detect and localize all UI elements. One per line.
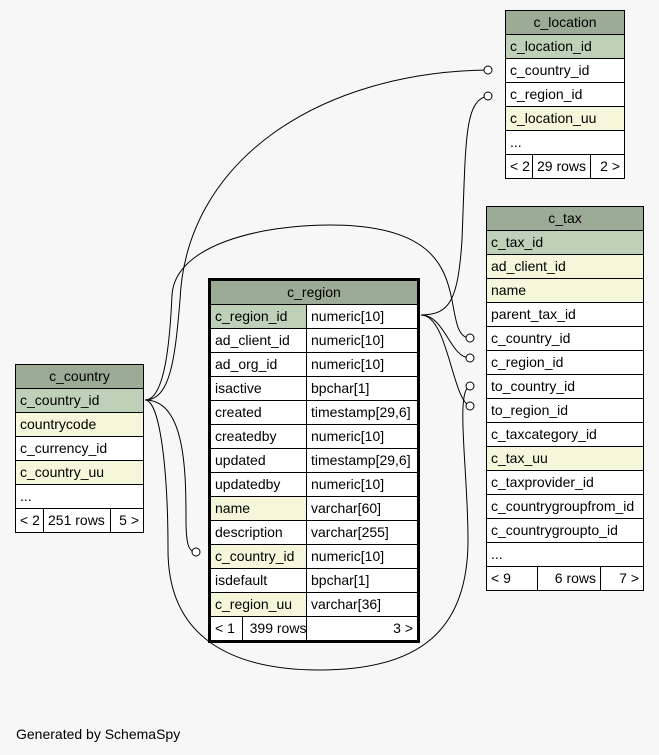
column-type: bpchar[1] xyxy=(307,569,417,592)
table-c-region[interactable]: c_region c_region_id numeric[10] ad_clie… xyxy=(208,278,420,643)
relation-end-marker xyxy=(465,333,475,343)
column-c-taxprovider-id[interactable]: c_taxprovider_id xyxy=(487,471,643,494)
column-more[interactable]: ... xyxy=(16,485,143,508)
column-c-countrygroupto-id[interactable]: c_countrygroupto_id xyxy=(487,519,643,542)
table-c-country[interactable]: c_country c_country_id countrycode c_cur… xyxy=(15,364,144,533)
relation-end-marker xyxy=(465,401,475,411)
column-c-currency-id[interactable]: c_currency_id xyxy=(16,437,143,460)
column-type: timestamp[29,6] xyxy=(307,401,417,424)
column-type: numeric[10] xyxy=(307,353,417,376)
column-c-country-uu[interactable]: c_country_uu xyxy=(16,461,143,484)
nav-prev-link[interactable]: < 1 xyxy=(215,620,235,636)
column-c-region-uu[interactable]: c_region_uu xyxy=(211,593,306,616)
nav-prev-link[interactable]: < 2 xyxy=(506,155,532,178)
column-type: varchar[60] xyxy=(307,497,417,520)
column-name[interactable]: name xyxy=(211,497,306,520)
column-c-country-id[interactable]: c_country_id xyxy=(211,545,306,568)
relation-end-marker xyxy=(191,547,201,557)
table-title[interactable]: c_country xyxy=(16,365,143,388)
column-isactive[interactable]: isactive xyxy=(211,377,306,400)
nav-prev-link[interactable]: < 9 xyxy=(487,567,537,590)
nav-next-link[interactable]: 5 > xyxy=(111,509,143,532)
column-c-region-id[interactable]: c_region_id xyxy=(487,351,643,374)
column-c-countrygroupfrom-id[interactable]: c_countrygroupfrom_id xyxy=(487,495,643,518)
column-created[interactable]: created xyxy=(211,401,306,424)
table-c-tax[interactable]: c_tax c_tax_id ad_client_id name parent_… xyxy=(486,206,644,591)
table-title[interactable]: c_tax xyxy=(487,207,643,230)
column-type: timestamp[29,6] xyxy=(307,449,417,472)
column-type: numeric[10] xyxy=(307,305,417,328)
nav-prev-link[interactable]: < 2 xyxy=(16,509,43,532)
nav-cell: < 1 399 rows xyxy=(211,617,306,640)
generated-by-footer: Generated by SchemaSpy xyxy=(16,726,181,742)
relation-tax-to-country xyxy=(144,385,471,671)
column-c-location-id[interactable]: c_location_id xyxy=(506,35,624,58)
column-to-region-id[interactable]: to_region_id xyxy=(487,399,643,422)
nav-next-link[interactable]: 2 > xyxy=(591,155,624,178)
relation-region-country xyxy=(144,399,197,553)
nav-next-link[interactable]: 7 > xyxy=(601,567,643,590)
table-title[interactable]: c_location xyxy=(506,11,624,34)
relation-end-marker xyxy=(483,91,493,101)
column-c-region-id[interactable]: c_region_id xyxy=(211,305,306,328)
column-more[interactable]: ... xyxy=(506,131,624,154)
column-countrycode[interactable]: countrycode xyxy=(16,413,143,436)
relation-end-marker xyxy=(483,65,493,75)
column-c-location-uu[interactable]: c_location_uu xyxy=(506,107,624,130)
column-to-country-id[interactable]: to_country_id xyxy=(487,375,643,398)
column-c-country-id[interactable]: c_country_id xyxy=(16,389,143,412)
relation-location-region xyxy=(420,95,489,316)
column-more[interactable]: ... xyxy=(487,543,643,566)
column-type: numeric[10] xyxy=(307,329,417,352)
row-count: 251 rows xyxy=(44,509,110,532)
row-count: 29 rows xyxy=(533,155,590,178)
relation-tax-country xyxy=(144,224,471,401)
column-createdby[interactable]: createdby xyxy=(211,425,306,448)
row-count: 399 rows xyxy=(249,620,306,636)
column-updated[interactable]: updated xyxy=(211,449,306,472)
row-count: 6 rows xyxy=(538,567,600,590)
relation-tax-region xyxy=(420,314,471,359)
column-updatedby[interactable]: updatedby xyxy=(211,473,306,496)
relation-location-country xyxy=(144,69,489,401)
column-c-tax-uu[interactable]: c_tax_uu xyxy=(487,447,643,470)
column-type: numeric[10] xyxy=(307,425,417,448)
column-ad-client-id[interactable]: ad_client_id xyxy=(211,329,306,352)
column-type: bpchar[1] xyxy=(307,377,417,400)
relation-end-marker xyxy=(465,353,475,363)
nav-divider xyxy=(241,617,243,640)
column-c-region-id[interactable]: c_region_id xyxy=(506,83,624,106)
table-title[interactable]: c_region xyxy=(211,281,417,304)
relation-tax-to-region xyxy=(420,314,471,407)
column-name[interactable]: name xyxy=(487,279,643,302)
column-c-taxcategory-id[interactable]: c_taxcategory_id xyxy=(487,423,643,446)
relation-end-marker xyxy=(465,381,475,391)
column-type: numeric[10] xyxy=(307,473,417,496)
column-description[interactable]: description xyxy=(211,521,306,544)
column-ad-client-id[interactable]: ad_client_id xyxy=(487,255,643,278)
column-c-tax-id[interactable]: c_tax_id xyxy=(487,231,643,254)
column-type: numeric[10] xyxy=(307,545,417,568)
nav-next-link[interactable]: 3 > xyxy=(307,617,417,640)
column-parent-tax-id[interactable]: parent_tax_id xyxy=(487,303,643,326)
column-type: varchar[36] xyxy=(307,593,417,616)
table-c-location[interactable]: c_location c_location_id c_country_id c_… xyxy=(505,10,625,179)
column-c-country-id[interactable]: c_country_id xyxy=(487,327,643,350)
column-type: varchar[255] xyxy=(307,521,417,544)
column-ad-org-id[interactable]: ad_org_id xyxy=(211,353,306,376)
column-isdefault[interactable]: isdefault xyxy=(211,569,306,592)
column-c-country-id[interactable]: c_country_id xyxy=(506,59,624,82)
